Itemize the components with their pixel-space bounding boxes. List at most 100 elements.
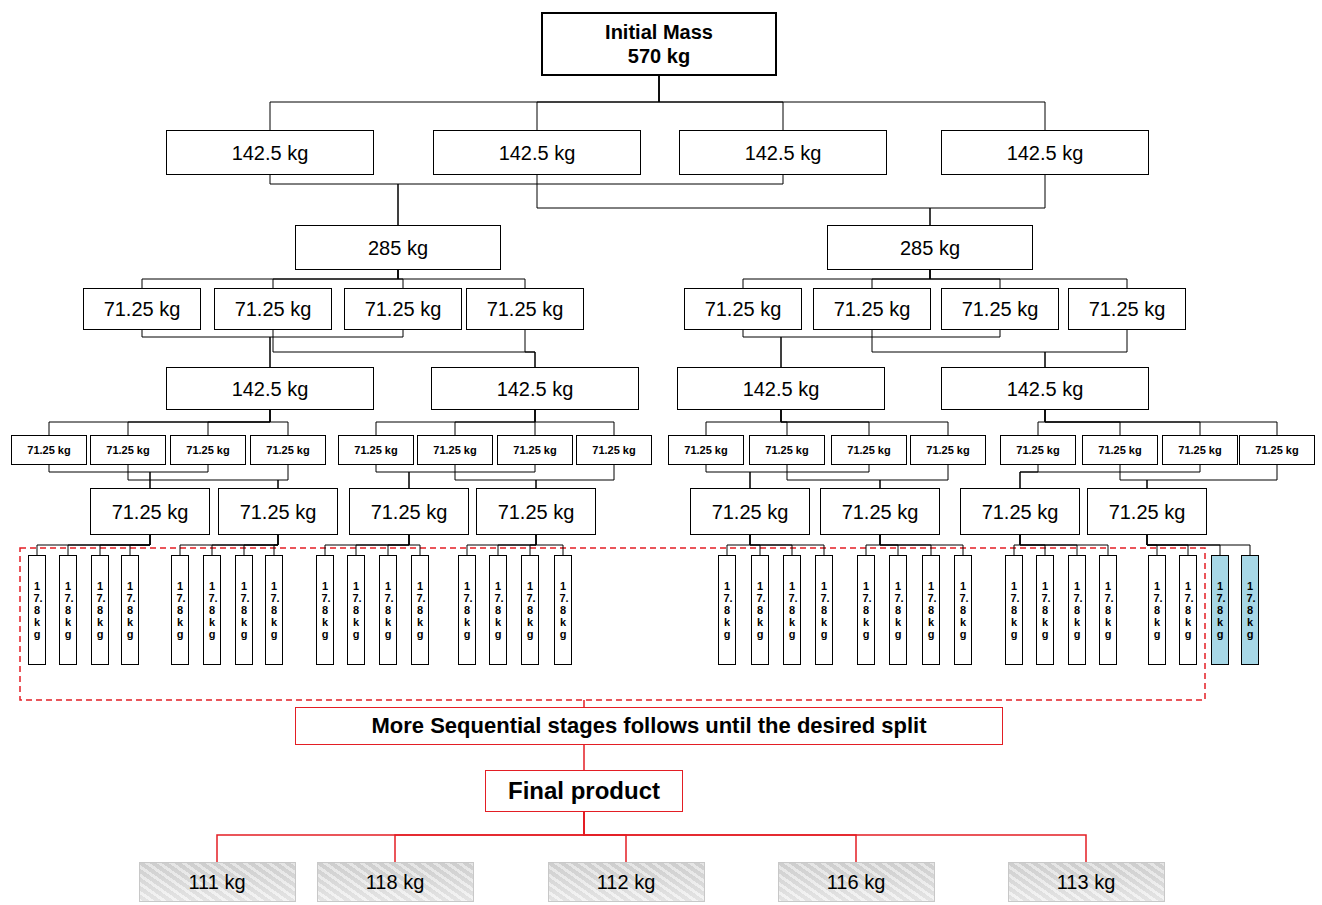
split-box: 71.25 kg [813, 288, 931, 330]
split-box: 71.25 kg [90, 435, 166, 465]
split-connector [781, 330, 1000, 367]
split-connector [270, 410, 288, 435]
split-connector [409, 465, 535, 488]
portion-box: 17.8 kg [1241, 555, 1259, 665]
mass-label: 71.25 kg [240, 500, 317, 524]
mass-label: 71.25 kg [104, 297, 181, 321]
split-connector [1147, 535, 1250, 555]
split-connector [787, 465, 880, 488]
split-box: 71.25 kg [1068, 288, 1186, 330]
split-connector [536, 535, 563, 555]
mass-label: 17.8 kg [723, 580, 730, 640]
mass-label: 17.8 kg [321, 580, 328, 640]
mass-label: 17.8 kg [494, 580, 501, 640]
split-connector [376, 410, 535, 435]
split-connector [455, 465, 536, 488]
portion-box: 17.8 kg [954, 555, 972, 665]
product-label: Final product [508, 777, 660, 805]
split-box: 71.25 kg [690, 488, 810, 535]
split-box: 71.25 kg [349, 488, 469, 535]
split-box: 142.5 kg [166, 130, 374, 175]
split-connector [142, 330, 270, 367]
split-box: 142.5 kg [941, 130, 1149, 175]
split-connector [395, 812, 584, 862]
split-connector [1045, 330, 1127, 367]
split-box: 71.25 kg [218, 488, 338, 535]
mass-label: 71.25 kg [982, 500, 1059, 524]
split-box: 71.25 kg [749, 435, 825, 465]
split-connector [130, 535, 150, 555]
portion-box: 17.8 kg [815, 555, 833, 665]
mass-label: 71.25 kg [112, 500, 189, 524]
split-connector [142, 270, 398, 288]
split-connector [750, 535, 824, 555]
split-connector [866, 535, 880, 555]
mass-label: 112 kg [597, 870, 656, 894]
mass-label: 142.5 kg [497, 377, 574, 401]
split-connector [150, 465, 208, 488]
split-box: 71.25 kg [1082, 435, 1158, 465]
mass-label: 142.5 kg [745, 141, 822, 165]
split-connector [525, 330, 535, 367]
mass-label: 17.8 kg [1246, 580, 1253, 640]
split-connector [128, 410, 270, 435]
split-connector [274, 535, 278, 555]
split-box: 71.25 kg [831, 435, 907, 465]
portion-box: 17.8 kg [458, 555, 476, 665]
split-connector [536, 465, 614, 488]
split-connector [270, 175, 398, 225]
mass-label: 285 kg [900, 236, 960, 260]
mass-label: 71.25 kg [1089, 297, 1166, 321]
split-box: 71.25 kg [576, 435, 652, 465]
split-connector [244, 535, 278, 555]
mass-label: 113 kg [1057, 870, 1116, 894]
split-connector [398, 270, 525, 288]
split-connector [356, 535, 409, 555]
mass-label: 142.5 kg [1007, 141, 1084, 165]
mass-label: 17.8 kg [927, 580, 934, 640]
split-box: 71.25 kg [960, 488, 1080, 535]
mass-label: 142.5 kg [232, 141, 309, 165]
split-connector [1020, 535, 1108, 555]
split-connector [37, 535, 150, 555]
split-box: 71.25 kg [668, 435, 744, 465]
split-box: 142.5 kg [433, 130, 641, 175]
split-connector [583, 745, 585, 770]
portion-box: 17.8 kg [59, 555, 77, 665]
split-connector [180, 535, 278, 555]
portion-box: 17.8 kg [1036, 555, 1054, 665]
split-connector [537, 76, 659, 130]
split-box: 71.25 kg [90, 488, 210, 535]
split-connector [1045, 410, 1277, 435]
portion-box: 17.8 kg [521, 555, 539, 665]
mass-label: 71.25 kg [684, 444, 727, 457]
mass-label: 17.8 kg [959, 580, 966, 640]
mass-label: 71.25 kg [513, 444, 556, 457]
mass-label: 17.8 kg [96, 580, 103, 640]
split-connector [498, 535, 536, 555]
mass-label: 116 kg [827, 870, 886, 894]
portion-box: 17.8 kg [857, 555, 875, 665]
split-connector [100, 535, 150, 555]
mass-label: 71.25 kg [712, 500, 789, 524]
mass-label: 71.25 kg [1178, 444, 1221, 457]
mass-label: 71.25 kg [354, 444, 397, 457]
split-connector [659, 76, 1045, 130]
split-connector [706, 410, 781, 435]
final-product-box: 113 kg [1008, 862, 1165, 902]
split-box: 71.25 kg [941, 288, 1059, 330]
portion-box: 17.8 kg [889, 555, 907, 665]
mass-label: 71.25 kg [847, 444, 890, 457]
split-connector [1014, 535, 1020, 555]
mass-label: 71.25 kg [1016, 444, 1059, 457]
mass-label: 17.8 kg [862, 580, 869, 640]
split-connector [880, 535, 963, 555]
mass-label: 17.8 kg [384, 580, 391, 640]
split-box: 71.25 kg [1239, 435, 1315, 465]
region-leader [583, 700, 585, 707]
split-connector [930, 175, 1045, 225]
mass-label: 142.5 kg [1007, 377, 1084, 401]
portion-box: 17.8 kg [347, 555, 365, 665]
split-connector [455, 410, 535, 435]
mass-label: 17.8 kg [208, 580, 215, 640]
